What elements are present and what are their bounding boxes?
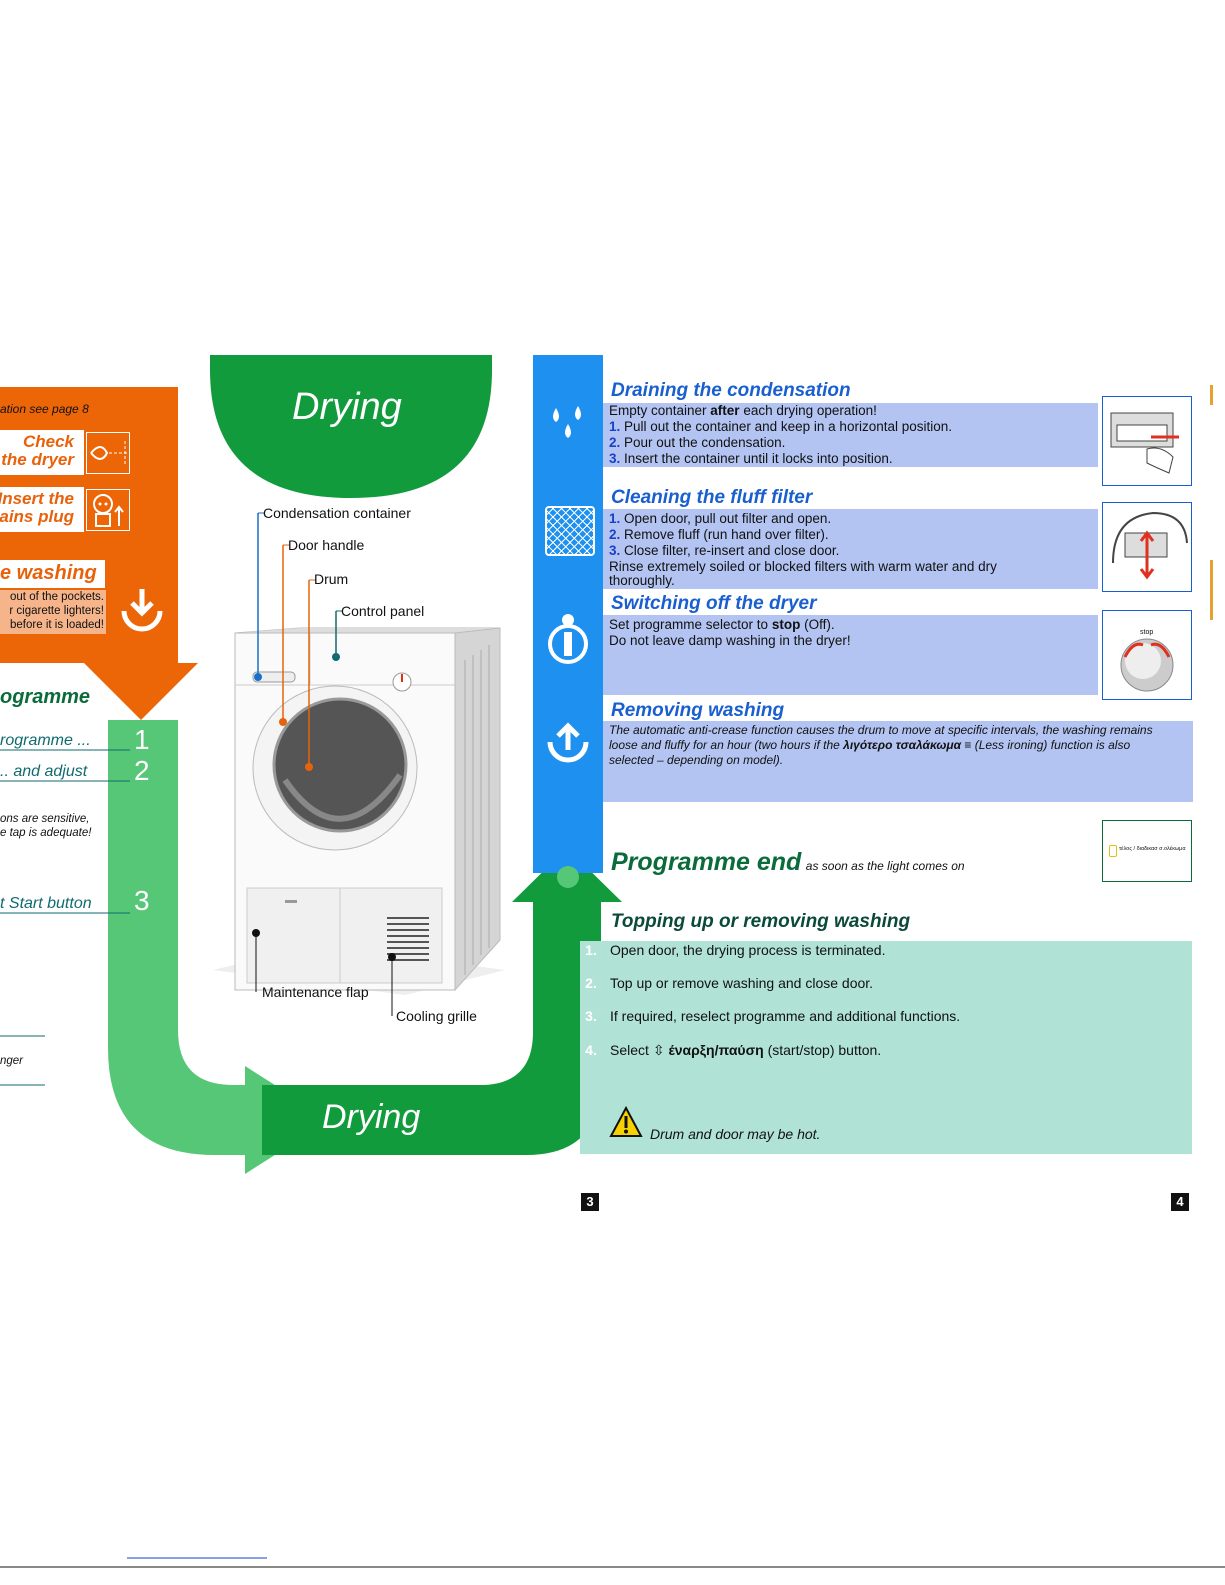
topping-num-4: 4.: [585, 1042, 597, 1058]
programme-dial-illustration: stop: [1102, 610, 1192, 700]
insert-line1: Insert the: [0, 489, 74, 508]
draining-title: Draining the condensation: [611, 380, 851, 401]
pockets-note: out of the pockets. r cigarette lighters…: [0, 590, 106, 634]
programme-heading: ogramme: [0, 686, 91, 708]
topping-num-1: 1.: [585, 942, 597, 958]
topping-title: Topping up or removing washing: [611, 911, 911, 932]
programme-end-title: Programme end as soon as the light comes…: [611, 848, 965, 876]
label-door-handle: Door handle: [288, 537, 365, 553]
check-dryer-row: Check the dryer: [0, 430, 130, 475]
insert-plug-row: Insert the ains plug: [0, 487, 130, 532]
label-condensation-container: Condensation container: [263, 505, 411, 521]
end-indicator-text: τέλος / διαδικασ σ.ολέκωμα: [1119, 846, 1186, 852]
step1-text: rogramme ...: [0, 732, 91, 749]
draining-box: [603, 403, 1098, 467]
draining-step-1: 1. Pull out the container and keep in a …: [609, 419, 952, 434]
eye-check-icon: [86, 432, 130, 474]
step2-text: .. and adjust: [0, 763, 88, 780]
fluff-title: Cleaning the fluff filter: [611, 487, 813, 508]
removing-line1: The automatic anti-crease function cause…: [609, 723, 1153, 737]
check-line2: the dryer: [1, 450, 74, 469]
switching-box: [603, 615, 1098, 695]
topping-steps-box: [580, 941, 1192, 1154]
indicator-light-icon: [1109, 845, 1117, 857]
switching-line2: Do not leave damp washing in the dryer!: [609, 633, 851, 648]
step1-number: 1: [134, 724, 150, 755]
page-number-left: 3: [581, 1193, 599, 1211]
fluff-note-line1: Rinse extremely soiled or blocked filter…: [609, 559, 997, 574]
fluff-step-3: 3. Close filter, re-insert and close doo…: [609, 543, 840, 558]
filter-mesh-icon: [545, 506, 595, 556]
draining-intro: Empty container after each drying operat…: [609, 403, 877, 418]
topping-step-1: Open door, the drying process is termina…: [610, 942, 886, 958]
programme-end-subtitle: as soon as the light comes on: [805, 859, 965, 873]
draining-illustration: [1102, 396, 1192, 486]
topping-step-3: If required, reselect programme and addi…: [610, 1008, 961, 1024]
drying-semicircle: [210, 355, 492, 498]
page-number-right: 4: [1171, 1193, 1189, 1211]
label-drum: Drum: [314, 571, 349, 587]
start-stop-icon: ⇳: [652, 1042, 669, 1058]
topping-num-2: 2.: [585, 975, 597, 991]
orange-arrow-head: [84, 663, 198, 720]
step2-number: 2: [134, 755, 150, 786]
info-off-icon: [546, 612, 590, 664]
removing-title: Removing washing: [611, 700, 785, 721]
warning-text: Drum and door may be hot.: [650, 1126, 821, 1142]
step3-number: 3: [134, 885, 150, 916]
load-down-icon: [118, 585, 166, 633]
removing-line2: loose and fluffy for an hour (two hours …: [609, 738, 1131, 752]
plug-icon: [86, 489, 130, 531]
fluff-filter-illustration: [1102, 502, 1192, 592]
step3-text: t Start button: [0, 895, 92, 912]
drying-title-top: Drying: [292, 386, 402, 428]
fluff-note-line2: thoroughly.: [609, 573, 675, 588]
label-control-panel: Control panel: [341, 603, 425, 619]
removing-box: [603, 721, 1193, 802]
insert-line2: ains plug: [0, 507, 74, 526]
end-indicator-box: τέλος / διαδικασ σ.ολέκωμα: [1102, 820, 1192, 882]
unload-up-icon: [544, 718, 592, 766]
warning-triangle-icon: [609, 1105, 643, 1138]
switching-line1: Set programme selector to stop (Off).: [609, 617, 835, 632]
green-u-arrow: [108, 720, 330, 1174]
fluff-box: [603, 509, 1098, 589]
check-line1: Check: [22, 432, 74, 451]
topping-step-4: Select ⇳ έναρξη/παύση (start/stop) butto…: [610, 1042, 882, 1058]
removing-line3: selected – depending on model).: [609, 753, 784, 767]
draining-step-2: 2. Pour out the condensation.: [609, 435, 786, 450]
drying-title-bottom: Drying: [322, 1098, 421, 1136]
water-drops-icon: [546, 400, 590, 444]
dial-stop-label: stop: [1140, 629, 1154, 636]
fluff-step-1: 1. Open door, pull out filter and open.: [609, 511, 832, 526]
washing-heading: e washing: [0, 562, 97, 584]
dryer-illustration: [213, 627, 505, 995]
switching-title: Switching off the dryer: [611, 593, 817, 614]
darkgreen-u-arrow: [262, 848, 622, 1155]
draining-step-3: 3. Insert the container until it locks i…: [609, 451, 893, 466]
topping-num-3: 3.: [585, 1008, 597, 1024]
nger-text: nger: [0, 1055, 24, 1067]
label-cooling-grille: Cooling grille: [396, 1008, 477, 1024]
topping-step-2: Top up or remove washing and close door.: [610, 975, 874, 991]
label-maintenance-flap: Maintenance flap: [262, 984, 369, 1000]
info-snippet: ation see page 8: [0, 402, 89, 416]
fluff-step-2: 2. Remove fluff (run hand over filter).: [609, 527, 829, 542]
green-dot: [557, 866, 579, 888]
